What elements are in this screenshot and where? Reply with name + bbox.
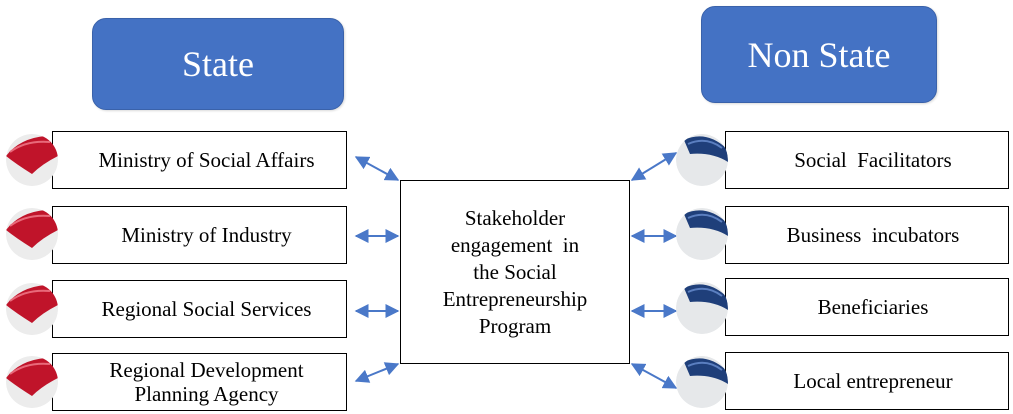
non-state-box-beneficiaries: Beneficiaries <box>725 278 1009 336</box>
state-box-regional-social-services: Regional Social Services <box>52 280 347 338</box>
state-box-label: Regional Social Services <box>101 296 312 321</box>
non-state-box-label: Beneficiaries <box>817 294 929 319</box>
state-box-regional-development-planning: Regional Development Planning Agency <box>52 353 347 411</box>
center-program-text: Stakeholder engagement in the Social Ent… <box>443 205 588 340</box>
non-state-box-local-entrepreneur: Local entrepreneur <box>725 352 1009 410</box>
arrow-nonstate-4 <box>630 363 678 389</box>
state-box-ministry-social-affairs: Ministry of Social Affairs <box>52 131 347 189</box>
state-box-label: Ministry of Industry <box>121 222 292 247</box>
arrow-state-4 <box>354 362 400 383</box>
center-program-box: Stakeholder engagement in the Social Ent… <box>400 180 630 364</box>
center-line: Stakeholder <box>464 205 566 230</box>
state-bullet-icon <box>6 356 58 408</box>
center-line: Program <box>478 313 552 338</box>
state-bullet-icon <box>6 208 58 260</box>
non-state-box-business-incubators: Business incubators <box>725 206 1009 264</box>
center-line: the Social <box>473 259 557 284</box>
state-box-label: Regional Development Planning Agency <box>109 358 304 406</box>
non-state-bullet-icon <box>676 134 728 186</box>
state-header: State <box>92 18 344 110</box>
state-bullet-icon <box>6 134 58 186</box>
non-state-box-label: Social Facilitators <box>794 147 952 172</box>
non-state-box-social-facilitators: Social Facilitators <box>725 131 1009 189</box>
state-bullet-icon <box>6 283 58 335</box>
center-line: Entrepreneurship <box>442 286 588 311</box>
non-state-box-label: Business incubators <box>786 222 960 247</box>
non-state-box-label: Local entrepreneur <box>793 368 953 393</box>
state-box-label: Ministry of Social Affairs <box>98 147 315 172</box>
non-state-bullet-icon <box>676 208 728 260</box>
center-line: engagement in <box>450 232 580 257</box>
non-state-bullet-icon <box>676 356 728 408</box>
arrow-state-1 <box>354 156 400 181</box>
non-state-bullet-icon <box>676 282 728 334</box>
state-box-ministry-industry: Ministry of Industry <box>52 206 347 264</box>
non-state-header: Non State <box>701 6 937 103</box>
arrow-nonstate-1 <box>630 152 678 181</box>
